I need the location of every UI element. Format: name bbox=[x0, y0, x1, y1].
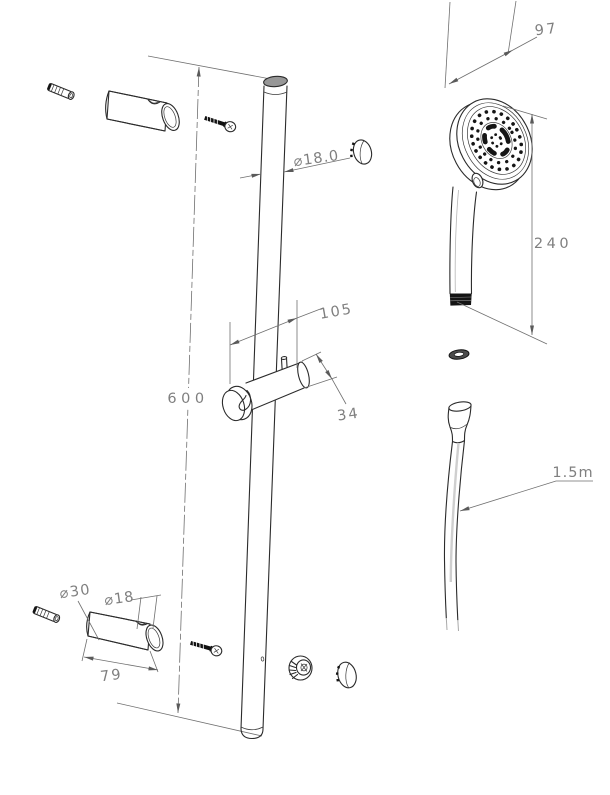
dim-label-holder-length: 105 bbox=[318, 301, 354, 323]
wall-anchor-bottom bbox=[32, 606, 61, 623]
handle-thread bbox=[449, 293, 472, 306]
wall-bracket-top bbox=[105, 90, 180, 132]
dim-head-width: 97 bbox=[444, 0, 559, 89]
slider-holder bbox=[221, 356, 310, 422]
cover-cap-mid bbox=[350, 139, 373, 165]
dim-bracket-outer-diameter: ⌀30 bbox=[59, 582, 100, 641]
rail-hole bbox=[260, 656, 265, 662]
dim-label-head-width: 97 bbox=[534, 21, 559, 40]
mounting-screw-bottom bbox=[190, 640, 223, 657]
rail-bottom-cap bbox=[240, 728, 264, 740]
dim-holder-diameter: 34 bbox=[301, 351, 361, 425]
dim-rail-length: 600 bbox=[116, 55, 277, 737]
wall-anchor-top bbox=[47, 83, 75, 100]
hand-shower bbox=[449, 98, 533, 306]
dim-label-rail-diameter: ⌀18.0 bbox=[293, 148, 341, 170]
dim-label-rail-length: 600 bbox=[167, 391, 208, 407]
dim-holder-length: 105 bbox=[229, 300, 354, 384]
rail-top-cap bbox=[263, 75, 288, 88]
mounting-screw-top bbox=[204, 115, 237, 133]
dim-handset-height: 240 bbox=[456, 105, 572, 345]
shower-hose bbox=[443, 401, 472, 632]
hose-washer bbox=[448, 349, 470, 360]
dim-label-holder-diameter: 34 bbox=[336, 406, 360, 425]
hand-shower-head bbox=[449, 98, 533, 191]
dim-rail-diameter: ⌀18.0 bbox=[239, 148, 351, 179]
dim-label-bracket-outer: ⌀30 bbox=[59, 582, 93, 602]
dim-hose-length: 1.5m bbox=[459, 465, 593, 513]
hose-connector bbox=[447, 401, 472, 444]
shower-nozzles bbox=[469, 109, 524, 172]
dim-label-hose-length: 1.5m bbox=[552, 465, 593, 481]
dim-label-bracket-inner: ⌀18 bbox=[103, 589, 135, 609]
dim-label-bracket-length: 79 bbox=[99, 667, 123, 686]
end-cap-bottom bbox=[335, 661, 357, 689]
dim-bracket-length: 79 bbox=[81, 638, 159, 686]
fixing-knob bbox=[288, 655, 313, 681]
wall-bracket-bottom bbox=[86, 611, 164, 652]
dim-bracket-inner-diameter: ⌀18 bbox=[103, 589, 162, 630]
dim-label-handset-height: 240 bbox=[534, 236, 572, 252]
hand-shower-handle bbox=[449, 186, 478, 306]
